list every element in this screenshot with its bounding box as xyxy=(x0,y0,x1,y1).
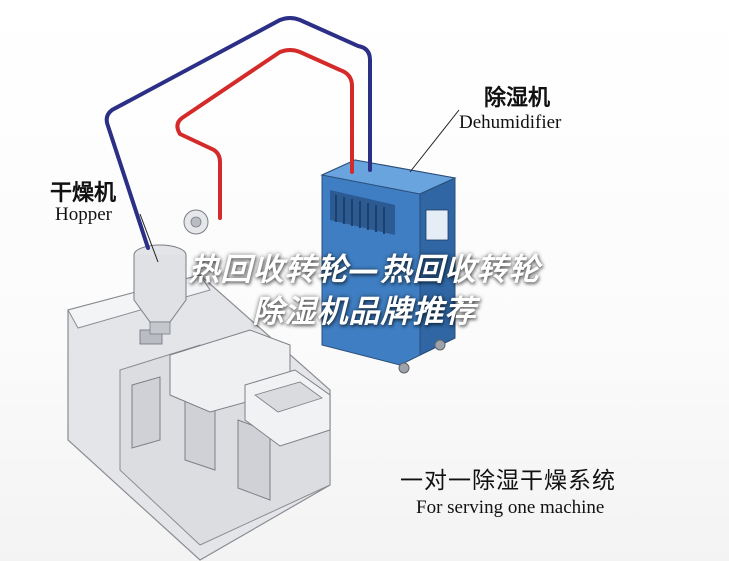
dehumidifier-leader-line xyxy=(409,109,460,173)
dehumidifier-unit xyxy=(320,159,457,374)
dehumidifier-label-cn: 除湿机 xyxy=(484,86,551,111)
hopper-label-en: Hopper xyxy=(55,204,112,225)
return-air-pipe-blue xyxy=(104,16,372,250)
hopper-leader-line xyxy=(139,213,159,263)
system-caption-cn: 一对一除湿干燥系统 xyxy=(400,468,616,494)
system-caption-en: For serving one machine xyxy=(416,497,605,518)
hopper-dryer xyxy=(133,209,209,335)
hopper-label-cn: 干燥机 xyxy=(50,181,117,206)
overlay-title-line-1: 热回收转轮—热回收转轮 xyxy=(188,252,541,288)
overlay-title-line-2: 除湿机品牌推荐 xyxy=(252,294,477,330)
dry-air-pipe-red xyxy=(175,48,354,220)
dehumidifier-label-en: Dehumidifier xyxy=(459,112,562,133)
injection-machine xyxy=(67,274,331,561)
